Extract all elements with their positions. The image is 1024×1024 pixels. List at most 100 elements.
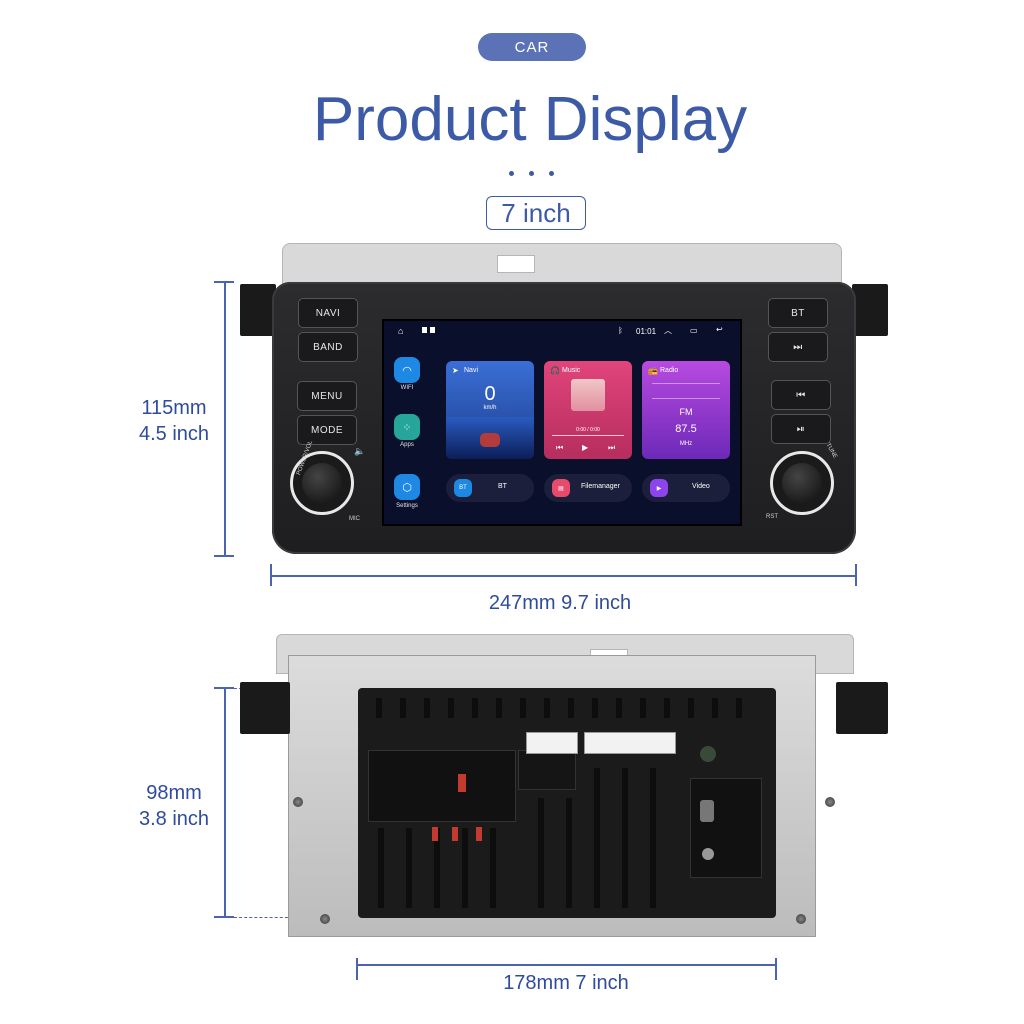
antenna-connector-block — [690, 778, 762, 878]
power-connector-block — [368, 750, 516, 822]
rear-right-ear — [836, 682, 888, 734]
screw — [320, 914, 330, 924]
front-height-tick-bottom — [214, 555, 234, 557]
aux-connector-block — [518, 750, 576, 790]
video-icon: ▶ — [650, 479, 668, 497]
rear-height-line — [224, 687, 226, 917]
radio-unit: MHz — [679, 441, 693, 447]
play-icon[interactable]: ▶ — [582, 443, 589, 452]
status-bar: ⌂ ᛒ 01:01 ︿ ▭ ↩ — [384, 321, 740, 341]
prev-track-button[interactable]: ⏮ — [771, 380, 831, 410]
radio-band: FM — [679, 407, 693, 417]
rear-width-tick-left — [356, 958, 358, 980]
front-width-tick-right — [855, 564, 857, 586]
album-art — [571, 379, 605, 411]
filemanager-shortcut[interactable]: ▤ Filemanager — [544, 474, 632, 502]
apps-icon[interactable]: ⁘ — [394, 414, 420, 440]
rear-height-tick-bottom — [214, 916, 234, 918]
rf-port — [702, 848, 714, 860]
navi-speed-unit: km/h — [483, 405, 497, 411]
back-icon[interactable]: ↩ — [716, 325, 723, 334]
screw — [293, 797, 303, 807]
navi-card[interactable]: ➤ Navi 0 km/h — [446, 361, 534, 459]
rear-width-label: 178mm 7 inch — [503, 972, 629, 994]
settings-icon[interactable]: ⬡ — [394, 474, 420, 500]
rear-left-ear — [240, 682, 290, 734]
bluetooth-icon: BT — [454, 479, 472, 497]
video-shortcut[interactable]: ▶ Video — [642, 474, 730, 502]
navi-card-title: Navi — [464, 367, 479, 374]
antenna-port — [700, 800, 714, 822]
front-mount-bracket — [282, 243, 842, 285]
red-wire — [452, 827, 458, 841]
filemanager-shortcut-label: Filemanager — [581, 483, 620, 490]
speaker-icon: 🔈 — [354, 446, 366, 456]
bt-button[interactable]: BT — [768, 298, 828, 328]
band-button[interactable]: BAND — [298, 332, 358, 362]
navi-button[interactable]: NAVI — [298, 298, 358, 328]
front-height-label: 115mm 4.5 inch — [138, 397, 210, 445]
wifi-icon[interactable]: ◠ — [394, 357, 420, 383]
music-time: 0:00 / 0:00 — [576, 427, 600, 433]
apps-label: Apps — [400, 442, 414, 448]
home-icon[interactable]: ⌂ — [398, 326, 404, 336]
bracket-slot — [497, 255, 535, 273]
status-square-icon — [430, 327, 435, 333]
white-harness-plug — [526, 732, 578, 754]
white-harness-plug-large — [584, 732, 676, 754]
rear-width-line — [356, 964, 776, 966]
wifi-label: WIFI — [400, 385, 414, 391]
music-card[interactable]: 🎧 Music 0:00 / 0:00 ⏮ ▶ ⏭ — [544, 361, 632, 459]
gps-port — [700, 746, 716, 762]
page-title: Product Display — [312, 85, 748, 154]
radio-waveform — [652, 383, 720, 399]
bluetooth-status-icon: ᛒ — [618, 326, 623, 335]
chevron-up-icon[interactable]: ︿ — [664, 326, 672, 335]
radio-icon: 📻 — [648, 366, 658, 375]
rear-width-tick-right — [775, 958, 777, 980]
settings-label: Settings — [396, 503, 418, 509]
category-badge: CAR — [478, 33, 586, 61]
right-mount-ear — [852, 284, 888, 336]
music-progress[interactable] — [552, 435, 624, 436]
car-icon — [480, 433, 500, 447]
radio-card-title: Radio — [660, 367, 679, 374]
bt-shortcut-label: BT — [498, 483, 507, 490]
fuse — [458, 774, 466, 792]
navi-speed: 0 — [484, 383, 496, 405]
rst-label: RST — [766, 514, 778, 520]
divider-dots — [509, 171, 557, 177]
headphones-icon: 🎧 — [550, 366, 560, 375]
folder-icon: ▤ — [552, 479, 570, 497]
front-height-line — [224, 281, 226, 556]
recent-apps-icon[interactable]: ▭ — [690, 326, 698, 335]
radio-card[interactable]: 📻 Radio FM 87.5 MHz — [642, 361, 730, 459]
volume-knob[interactable] — [302, 463, 342, 503]
screw — [796, 914, 806, 924]
video-shortcut-label: Video — [692, 483, 710, 490]
menu-button[interactable]: MENU — [297, 381, 357, 411]
clock: 01:01 — [636, 327, 657, 336]
red-wire — [476, 827, 482, 841]
screw — [825, 797, 835, 807]
front-width-line — [270, 575, 856, 577]
music-card-title: Music — [562, 367, 581, 374]
tune-knob[interactable] — [782, 463, 822, 503]
rear-heatsink-panel — [358, 688, 776, 918]
navigation-arrow-icon: ➤ — [452, 366, 459, 375]
red-wire — [432, 827, 438, 841]
front-width-label: 247mm 9.7 inch — [488, 592, 632, 614]
play-pause-button[interactable]: ⏯ — [771, 414, 831, 444]
left-mount-ear — [240, 284, 276, 336]
mic-label: MIC — [349, 516, 360, 522]
status-square-icon — [422, 327, 427, 333]
rear-height-label: 98mm 3.8 inch — [138, 782, 210, 830]
radio-frequency: 87.5 — [675, 423, 697, 435]
prev-icon[interactable]: ⏮ — [556, 443, 564, 452]
next-icon[interactable]: ⏭ — [608, 443, 616, 452]
bt-shortcut[interactable]: BT BT — [446, 474, 534, 502]
screen-size-tag: 7 inch — [486, 196, 586, 230]
next-track-button[interactable]: ⏭ — [768, 332, 828, 362]
touch-screen[interactable]: ⌂ ᛒ 01:01 ︿ ▭ ↩ ◠ WIFI ⁘ Apps ⬡ Settings… — [382, 319, 742, 526]
mode-button[interactable]: MODE — [297, 415, 357, 445]
